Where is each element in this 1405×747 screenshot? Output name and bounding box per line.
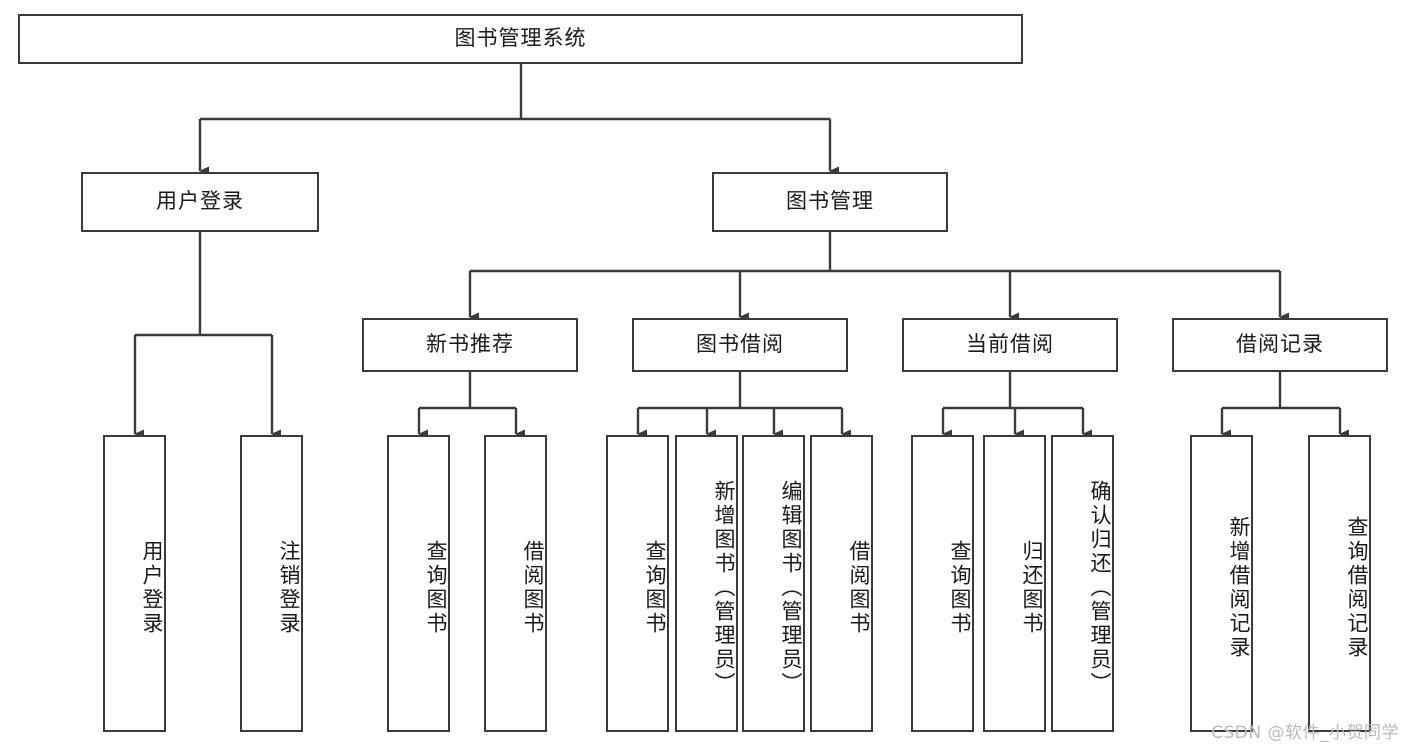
node-leaf-record-query-record[interactable]: 查询借阅记录 — [1308, 435, 1371, 732]
node-label-leaf-record-add-record: 新增借阅记录 — [1227, 515, 1251, 660]
node-leaf-borrow-borrow-book[interactable]: 借阅图书 — [810, 435, 873, 732]
node-leaf-borrow-edit-book-admin[interactable]: 编辑图书（管理员） — [742, 435, 805, 732]
node-leaf-current-return-book[interactable]: 归还图书 — [983, 435, 1046, 732]
node-label-leaf-user-login: 用户登录 — [140, 539, 164, 636]
node-label-leaf-borrow-borrow-book: 借阅图书 — [847, 539, 871, 636]
node-root[interactable]: 图书管理系统 — [18, 14, 1023, 64]
node-leaf-user-logout[interactable]: 注销登录 — [240, 435, 303, 732]
node-label-book-borrow: 图书借阅 — [696, 332, 784, 357]
node-label-leaf-record-query-record: 查询借阅记录 — [1345, 515, 1369, 660]
node-label-leaf-newbook-borrow-book: 借阅图书 — [521, 539, 545, 636]
node-label-borrow-record: 借阅记录 — [1236, 332, 1324, 357]
node-label-leaf-borrow-query-book: 查询图书 — [643, 539, 667, 636]
node-leaf-record-add-record[interactable]: 新增借阅记录 — [1190, 435, 1253, 732]
node-book-management-module[interactable]: 图书管理 — [712, 172, 948, 232]
node-leaf-current-confirm-return-admin[interactable]: 确认归还（管理员） — [1051, 435, 1114, 732]
node-leaf-newbook-borrow-book[interactable]: 借阅图书 — [484, 435, 547, 732]
node-label-leaf-current-confirm-return-admin: 确认归还（管理员） — [1088, 479, 1112, 696]
node-user-login-module[interactable]: 用户登录 — [81, 172, 319, 232]
watermark-text: CSDN @软件_小贺同学 — [1211, 723, 1399, 743]
node-label-current-borrow: 当前借阅 — [966, 332, 1054, 357]
node-leaf-newbook-query-book[interactable]: 查询图书 — [387, 435, 450, 732]
node-current-borrow[interactable]: 当前借阅 — [902, 318, 1118, 372]
node-leaf-borrow-add-book-admin[interactable]: 新增图书（管理员） — [675, 435, 738, 732]
node-new-book-recommend[interactable]: 新书推荐 — [362, 318, 578, 372]
node-leaf-user-login[interactable]: 用户登录 — [103, 435, 166, 732]
node-label-new-book-recommend: 新书推荐 — [426, 332, 514, 357]
node-label-leaf-current-return-book: 归还图书 — [1020, 539, 1044, 636]
node-label-leaf-borrow-add-book-admin: 新增图书（管理员） — [712, 479, 736, 696]
node-label-user-login-module: 用户登录 — [156, 189, 244, 214]
node-label-root: 图书管理系统 — [454, 26, 587, 51]
node-book-borrow[interactable]: 图书借阅 — [632, 318, 848, 372]
node-label-leaf-current-query-book: 查询图书 — [948, 539, 972, 636]
node-label-leaf-user-logout: 注销登录 — [277, 539, 301, 636]
node-label-leaf-borrow-edit-book-admin: 编辑图书（管理员） — [779, 479, 803, 696]
node-leaf-borrow-query-book[interactable]: 查询图书 — [606, 435, 669, 732]
node-label-book-management-module: 图书管理 — [786, 189, 874, 214]
node-label-leaf-newbook-query-book: 查询图书 — [424, 539, 448, 636]
node-borrow-record[interactable]: 借阅记录 — [1172, 318, 1388, 372]
node-leaf-current-query-book[interactable]: 查询图书 — [911, 435, 974, 732]
